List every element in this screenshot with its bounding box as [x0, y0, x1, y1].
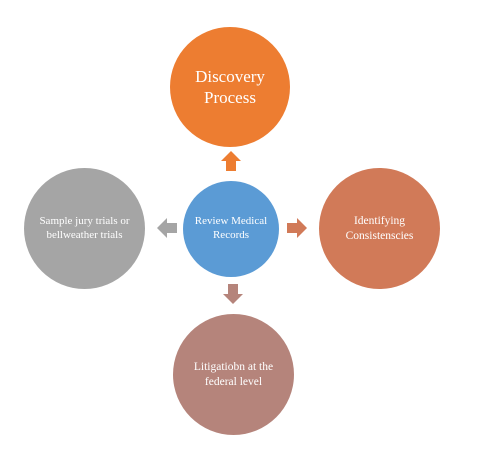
node-sample-jury-trials-label: Sample jury trials or bellweather trials — [39, 214, 130, 241]
node-review-medical-records: Review Medical Records — [183, 181, 279, 277]
node-discovery-process-label: Discovery Process — [195, 66, 265, 107]
arrow-down-icon — [223, 284, 243, 304]
node-sample-jury-trials: Sample jury trials or bellweather trials — [24, 168, 145, 289]
node-discovery-process: Discovery Process — [170, 27, 290, 147]
node-review-medical-records-label: Review Medical Records — [194, 215, 268, 241]
arrow-up-icon — [221, 151, 241, 171]
arrow-left-icon — [157, 218, 177, 238]
arrow-right-icon — [287, 218, 307, 238]
node-identifying-consistencies: Identifying Consistenscies — [319, 168, 440, 289]
node-litigation-federal-level-label: Litigatiobn at the federal level — [193, 361, 274, 388]
node-identifying-consistencies-label: Identifying Consistenscies — [345, 215, 414, 242]
node-litigation-federal-level: Litigatiobn at the federal level — [173, 314, 294, 435]
